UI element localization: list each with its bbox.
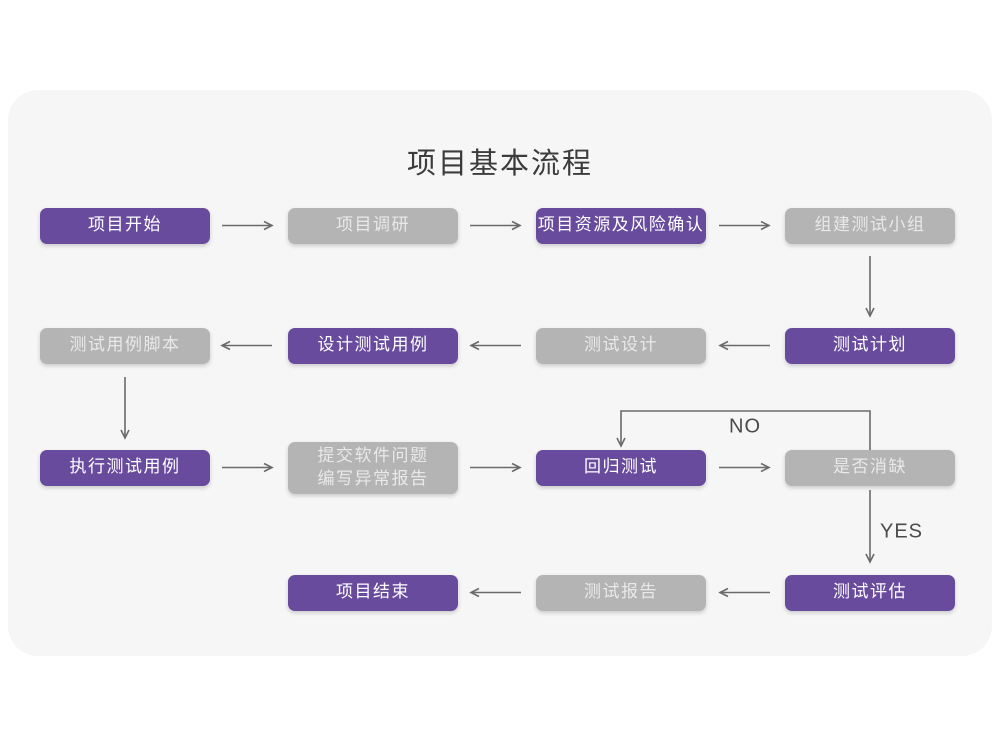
- node-regression-test: 回归测试: [536, 449, 706, 486]
- node-project-risk: 项目资源及风险确认: [536, 207, 706, 244]
- node-test-case-script: 测试用例脚本: [40, 327, 210, 364]
- node-label: 项目调研: [336, 215, 410, 235]
- node-label: 测试评估: [833, 582, 907, 602]
- node-label: 提交软件问题: [317, 445, 429, 465]
- no-branch-label: NO: [729, 415, 761, 438]
- node-label: 测试计划: [833, 335, 907, 355]
- node-test-evaluation: 测试评估: [785, 574, 955, 611]
- node-project-end: 项目结束: [288, 574, 458, 611]
- node-project-research: 项目调研: [288, 207, 458, 244]
- node-label: 编写异常报告: [317, 468, 429, 488]
- node-label: 项目结束: [336, 582, 410, 602]
- flowchart-card: [8, 90, 992, 656]
- node-label: 组建测试小组: [814, 215, 926, 235]
- node-test-design: 测试设计: [536, 327, 706, 364]
- node-label: 项目开始: [88, 215, 162, 235]
- node-execute-test-cases: 执行测试用例: [40, 449, 210, 486]
- node-label: 回归测试: [584, 457, 658, 477]
- node-defect-resolved: 是否消缺: [785, 449, 955, 486]
- node-design-test-cases: 设计测试用例: [288, 327, 458, 364]
- yes-branch-label: YES: [880, 520, 924, 543]
- node-label: 测试设计: [584, 335, 658, 355]
- node-label: 设计测试用例: [317, 335, 429, 355]
- node-label: 是否消缺: [833, 457, 907, 477]
- node-build-test-team: 组建测试小组: [785, 207, 955, 244]
- page-title: 项目基本流程: [406, 148, 593, 180]
- node-label: 测试用例脚本: [69, 335, 181, 355]
- node-label: 执行测试用例: [69, 457, 181, 477]
- node-test-report: 测试报告: [536, 574, 706, 611]
- node-label: 项目资源及风险确认: [537, 215, 705, 235]
- node-project-start: 项目开始: [40, 207, 210, 244]
- node-submit-issue-report: 提交软件问题编写异常报告: [288, 441, 458, 494]
- node-label: 测试报告: [584, 582, 658, 602]
- node-test-plan: 测试计划: [785, 327, 955, 364]
